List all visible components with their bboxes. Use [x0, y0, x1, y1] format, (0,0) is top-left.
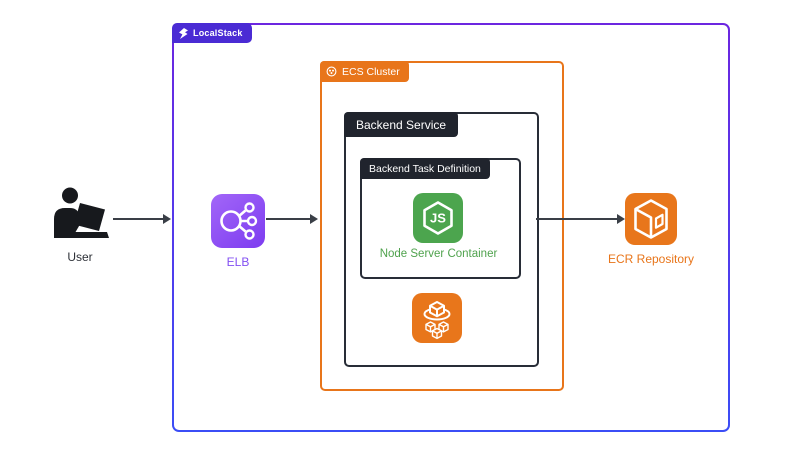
localstack-logo-icon — [178, 27, 189, 39]
backend-service-label: Backend Service — [356, 117, 447, 132]
ecs-cluster-icon — [326, 66, 337, 77]
localstack-tab: LocalStack — [172, 23, 252, 43]
task-definition-tab: Backend Task Definition — [360, 158, 490, 179]
nodejs-hexagon-icon: JS — [413, 193, 463, 243]
elb-label: ELB — [226, 255, 250, 269]
ecs-cluster-box — [320, 61, 564, 391]
user-label: User — [67, 250, 93, 264]
ecr-repository-label: ECR Repository — [607, 252, 695, 266]
localstack-label: LocalStack — [193, 28, 243, 38]
ecs-cluster-tab: ECS Cluster — [320, 61, 409, 82]
ecs-containers-icon — [412, 293, 462, 343]
arrow-backend-service-to-ecr — [536, 214, 625, 224]
elastic-load-balancer-icon — [211, 194, 265, 248]
svg-text:JS: JS — [430, 211, 446, 226]
arrow-elb-to-ecs-cluster — [266, 214, 318, 224]
ecs-cluster-label: ECS Cluster — [342, 65, 400, 78]
node-server-container-label: Node Server Container — [379, 248, 498, 260]
ecr-registry-icon — [625, 193, 677, 245]
arrow-user-to-localstack — [113, 214, 171, 224]
task-definition-label: Backend Task Definition — [369, 162, 481, 175]
backend-service-tab: Backend Service — [344, 112, 459, 137]
user-at-laptop-icon — [50, 186, 110, 240]
